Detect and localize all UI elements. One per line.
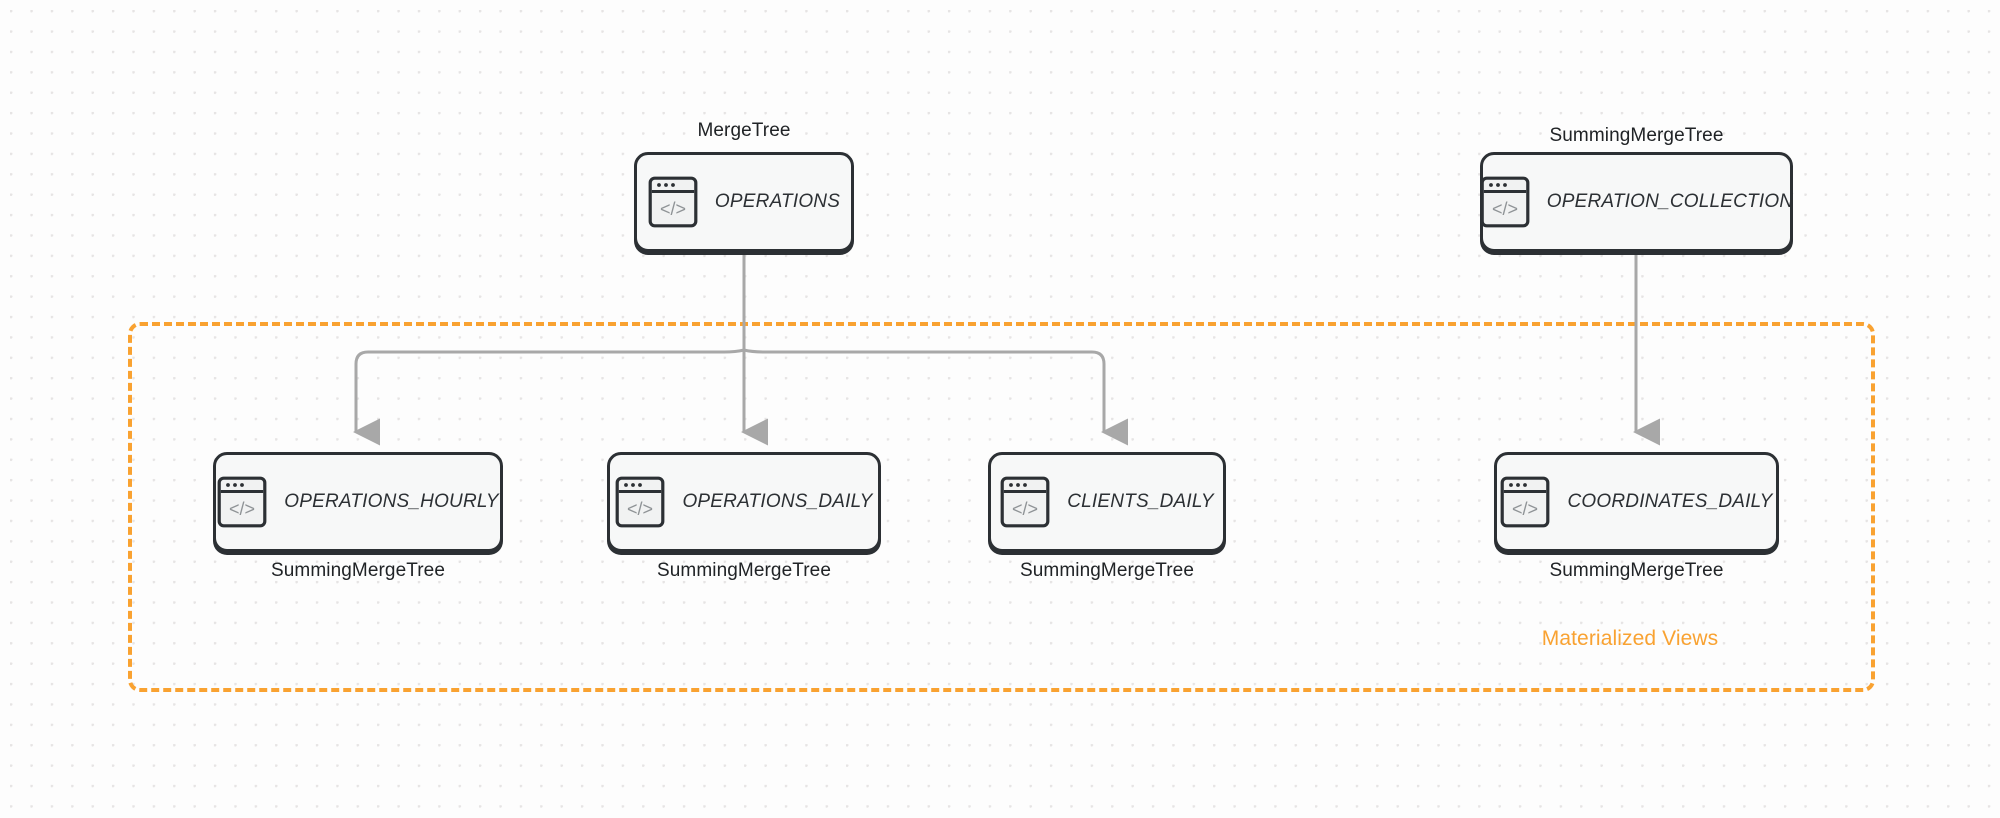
node-content: </> CLIENTS_DAILY [986, 476, 1228, 528]
node-operations_hourly[interactable]: </> OPERATIONS_HOURLY [213, 452, 503, 552]
engine-label-operations: MergeTree [697, 120, 791, 141]
materialized-views-label: Materialized Views [1541, 627, 1719, 650]
code-window-icon: </> [615, 476, 665, 528]
node-operations[interactable]: </> OPERATIONS [634, 152, 854, 252]
svg-text:</>: </> [1492, 199, 1518, 219]
node-content: </> OPERATION_COLLECTION [1466, 176, 1807, 228]
code-window-icon: </> [1500, 476, 1550, 528]
node-content: </> COORDINATES_DAILY [1486, 476, 1786, 528]
node-title: COORDINATES_DAILY [1567, 491, 1773, 512]
node-operations_daily[interactable]: </> OPERATIONS_DAILY [607, 452, 881, 552]
code-window-icon: </> [1480, 176, 1530, 228]
node-title: OPERATION_COLLECTION [1546, 191, 1794, 212]
node-title: OPERATIONS_DAILY [682, 491, 873, 512]
code-window-icon: </> [1000, 476, 1050, 528]
svg-text:</>: </> [660, 199, 686, 219]
materialized-views-group [128, 322, 1875, 692]
svg-text:</>: </> [1012, 499, 1038, 519]
node-content: </> OPERATIONS_HOURLY [203, 476, 513, 528]
svg-text:</>: </> [229, 499, 255, 519]
node-operation_collection[interactable]: </> OPERATION_COLLECTION [1480, 152, 1793, 252]
engine-label-clients_daily: SummingMergeTree [1019, 560, 1195, 581]
node-title: OPERATIONS [714, 191, 841, 212]
engine-label-operations_hourly: SummingMergeTree [270, 560, 446, 581]
node-content: </> OPERATIONS_DAILY [601, 476, 886, 528]
svg-text:</>: </> [627, 499, 653, 519]
engine-label-operations_daily: SummingMergeTree [656, 560, 832, 581]
code-window-icon: </> [648, 176, 698, 228]
engine-label-operation_collection: SummingMergeTree [1549, 125, 1724, 146]
node-content: </> OPERATIONS [634, 176, 854, 228]
node-title: CLIENTS_DAILY [1067, 491, 1214, 512]
node-clients_daily[interactable]: </> CLIENTS_DAILY [988, 452, 1226, 552]
engine-label-coordinates_daily: SummingMergeTree [1549, 560, 1724, 581]
svg-text:</>: </> [1512, 499, 1538, 519]
code-window-icon: </> [217, 476, 267, 528]
node-title: OPERATIONS_HOURLY [284, 491, 499, 512]
node-coordinates_daily[interactable]: </> COORDINATES_DAILY [1494, 452, 1779, 552]
